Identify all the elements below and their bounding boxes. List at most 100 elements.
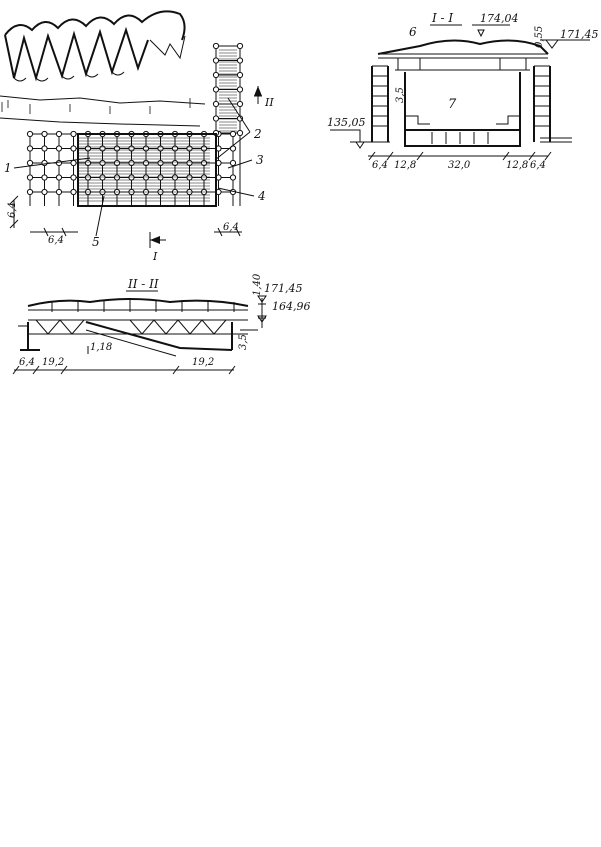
plan-grid-node	[55, 130, 63, 138]
dimension-tick	[60, 365, 68, 375]
plan-grid-node	[70, 145, 77, 152]
plan-grid-node	[26, 174, 34, 181]
dim-grid-bottom: 6,4	[48, 235, 64, 246]
plan-grid-node	[41, 174, 48, 181]
plan-grid-node	[84, 145, 92, 152]
section-1-span-2: 12,8	[394, 160, 416, 171]
section-1-height-inner: 3,5	[395, 87, 406, 103]
plan-grid-node	[41, 130, 48, 138]
callout-1: 1	[4, 161, 12, 175]
plan-grid-node	[70, 130, 77, 138]
plan-grid-node	[236, 57, 244, 64]
plan-grid-node	[41, 159, 48, 167]
section-1-elev-gap: 0,55	[534, 26, 545, 48]
section-1-elev-eave: 171,45	[560, 28, 599, 41]
plan-grid-node	[26, 188, 34, 196]
section-2-elev-mid: 164,96	[272, 300, 311, 313]
section-2-title: II - II	[127, 277, 159, 291]
plan-grid-node	[99, 145, 106, 152]
section-1-callout-roof: 6	[409, 25, 417, 39]
plan-grid-node	[70, 188, 77, 196]
dimension-tick	[172, 365, 180, 375]
dimension-tick	[386, 151, 394, 161]
callout-3: 3	[256, 153, 264, 167]
section-2-dim-ramp: 1,18	[90, 342, 112, 353]
callout-5: 5	[92, 235, 100, 249]
plan-grid-node	[212, 115, 220, 122]
dim-grid-right: 6,4	[223, 222, 239, 233]
plan-grid-node	[212, 42, 220, 50]
plan-grid-node	[41, 145, 48, 152]
plan-grid-node	[55, 188, 63, 196]
plan-grid-node	[229, 159, 237, 167]
section-2-dim-top: 1,40	[252, 273, 263, 296]
dimension-tick	[528, 151, 536, 161]
section-1-span-3: 32,0	[448, 160, 471, 171]
plan-grid-node	[70, 174, 77, 181]
section-2-span-1: 6,4	[19, 357, 35, 368]
plan-grid-node	[128, 174, 135, 181]
plan-grid-node	[212, 86, 220, 93]
plan-grid-node	[157, 174, 164, 181]
plan-annotations: II I 1 2 3 4 5 6,4 6,4 6,4	[4, 86, 274, 263]
section-1-title: I - I	[431, 11, 453, 25]
plan-covered-zone	[77, 133, 217, 207]
plan-grid-node	[26, 130, 34, 138]
dimension-tick	[416, 151, 424, 161]
plan-grid-node	[186, 174, 193, 181]
dimension-tick	[32, 365, 40, 375]
plan-grid-node	[26, 145, 34, 152]
plan-grid-node	[236, 129, 244, 137]
plan-grid-node	[212, 57, 220, 64]
plan-grid-node	[212, 71, 220, 79]
section-2-dim-side: 3,5	[238, 334, 249, 350]
dimension-tick	[544, 151, 552, 161]
plan-grid-node	[171, 174, 179, 181]
plan-grid-node	[236, 71, 244, 79]
plan-grid-node	[157, 145, 164, 152]
section-1-span-4: 12,8	[506, 160, 528, 171]
plan-grid-node	[142, 145, 150, 152]
plan-grid-node	[41, 188, 48, 196]
plan-grid-node	[55, 174, 63, 181]
plan-grid-node	[186, 145, 193, 152]
plan-grid-node	[84, 174, 92, 181]
section-1-span-5: 6,4	[530, 160, 546, 171]
section-1-elev-left: 135,05	[327, 116, 366, 129]
section-mark-1: I	[152, 250, 158, 263]
dimension-tick	[368, 151, 376, 161]
plan-grid-node	[212, 100, 220, 108]
dimension-tick	[502, 151, 510, 161]
plan-grid-node	[236, 86, 244, 93]
plan-grid-node	[113, 174, 121, 181]
roof-perspective-sketch	[0, 10, 206, 127]
plan-grid-node	[26, 159, 34, 167]
plan-grid-node	[99, 174, 106, 181]
plan-grid-node	[55, 159, 63, 167]
plan-grid-node	[200, 174, 208, 181]
plan-grid-node	[142, 174, 150, 181]
section-1-span-1: 6,4	[372, 160, 388, 171]
section-1-elev-top: 174,04	[480, 12, 519, 25]
section-1-1: I - I 174,04 171,45 0,55 6 3,5 7 135,05	[327, 11, 599, 171]
section-2-span-3: 19,2	[192, 357, 214, 368]
section-2-2: II - II 171,45 164,96 1,40 3,5 1,18 6,4 …	[12, 273, 311, 375]
section-2-elev-top: 171,45	[264, 282, 303, 295]
plan-grid-node	[229, 174, 237, 181]
plan-grid-node	[200, 145, 208, 152]
plan-grid-node	[229, 130, 237, 138]
plan-grid-node	[171, 145, 179, 152]
callout-2: 2	[253, 127, 262, 141]
plan-grid-node	[70, 159, 77, 167]
dim-grid-left: 6,4	[7, 202, 18, 218]
callout-4: 4	[257, 189, 266, 203]
plan-grid-node	[128, 145, 135, 152]
plan-grid-node	[113, 145, 121, 152]
dimension-tick	[228, 365, 236, 375]
dimension-tick	[12, 365, 20, 375]
plan-grid-node	[236, 42, 244, 50]
plan-grid-node	[55, 145, 63, 152]
section-1-callout-hall: 7	[448, 97, 457, 112]
section-mark-2: II	[264, 96, 274, 109]
